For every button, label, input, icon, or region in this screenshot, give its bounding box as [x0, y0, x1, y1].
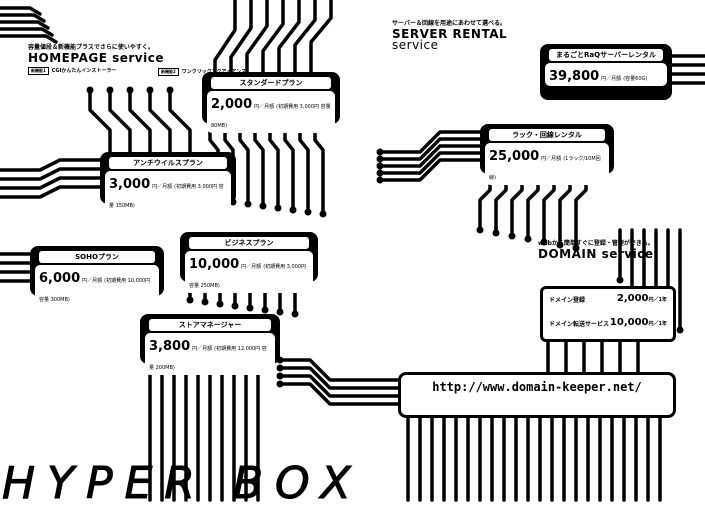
plan-unit: 円／月額	[254, 104, 275, 110]
plan-price: 6,000	[39, 271, 81, 286]
domain-reg-label: ドメイン登録	[549, 297, 586, 304]
plan-name: スタンダードプラン	[211, 77, 331, 89]
plan-unit: 円／月額	[601, 76, 622, 82]
plan-name: ラック・回線レンタル	[489, 129, 605, 141]
domain-fwd-unit: 円／1年	[648, 321, 667, 327]
plan-price: 25,000	[489, 149, 540, 164]
plan-note: (初期費用 3,000円 容量 250MB)	[189, 264, 307, 289]
feature-tag-1: 新機能1	[28, 67, 49, 75]
server-title-2: service	[392, 38, 439, 52]
domain-reg-unit: 円／1年	[648, 297, 667, 303]
plan-name: ビジネスプラン	[189, 237, 309, 249]
plan-price: 10,000	[189, 257, 240, 272]
homepage-subtitle: 容量値段＆新機能プラスでさらに使いやすく。	[28, 44, 154, 51]
plan-name: アンチウイルスプラン	[109, 157, 227, 169]
feature-tag-2: 新機能2	[158, 68, 179, 76]
plan-price: 3,800	[149, 339, 191, 354]
plan-note: (1ラック/10M回線)	[489, 156, 601, 181]
plan-unit: 円／月額	[541, 156, 562, 162]
domain-header: webから簡単すぐに登録・管理ができる。 DOMAIN service	[538, 238, 654, 261]
plan-price: 3,000	[109, 177, 151, 192]
plan-note: (容量60G)	[623, 76, 648, 82]
feature-1-label: CGIかんたんインストーラー	[51, 68, 117, 74]
url-box[interactable]: http://www.domain-keeper.net/	[398, 372, 676, 418]
plan-note: (初期費用 10,000円 容量 300MB)	[39, 278, 151, 303]
plan-name: まるごとRaQサーバーレンタル	[549, 49, 663, 61]
domain-title: DOMAIN service	[538, 247, 654, 261]
plan-name: ストアマネージャー	[149, 319, 271, 331]
domain-transfer: ドメイン転送サービス	[549, 319, 669, 328]
plan-unit: 円／月額	[241, 264, 262, 270]
plan-note: (初期費用 12,000円 容量 200MB)	[149, 346, 267, 371]
plan-price: 2,000	[211, 97, 253, 112]
plan-name: SOHOプラン	[39, 251, 155, 263]
plan-price: 39,800	[549, 69, 600, 84]
plan-unit: 円／月額	[152, 184, 173, 190]
domain-fwd-price: 10,000円／1年	[609, 317, 667, 328]
hyper-box-logo: HYPER BOX	[2, 458, 363, 509]
server-title: SERVER RENTAL	[392, 27, 508, 41]
domain-subtitle: webから簡単すぐに登録・管理ができる。	[538, 240, 654, 247]
domain-reg-price: 2,000円／1年	[616, 293, 667, 304]
domain-pricing[interactable]: ドメイン登録 2,000円／1年 ドメイン転送サービス 10,000円／1年	[540, 286, 676, 342]
server-subtitle: サーバー＆回線を用途にあわせて選べる。	[392, 20, 506, 27]
plan-note: (初期費用 3,000円 容量 150MB)	[109, 184, 224, 209]
plan-unit: 円／月額	[82, 278, 103, 284]
server-header: サーバー＆回線を用途にあわせて選べる。 SERVER RENTAL servic…	[392, 18, 507, 52]
homepage-title: HOMEPAGE service	[28, 51, 164, 65]
domain-fwd-label: ドメイン転送サービス	[549, 321, 610, 328]
homepage-header: 容量値段＆新機能プラスでさらに使いやすく。 HOMEPAGE service 新…	[28, 42, 228, 75]
site-url[interactable]: http://www.domain-keeper.net/	[432, 380, 642, 394]
domain-registration: ドメイン登録	[549, 295, 669, 304]
plan-note: (初期費用 3,000円 容量 80MB)	[211, 104, 331, 129]
plan-unit: 円／月額	[192, 346, 213, 352]
